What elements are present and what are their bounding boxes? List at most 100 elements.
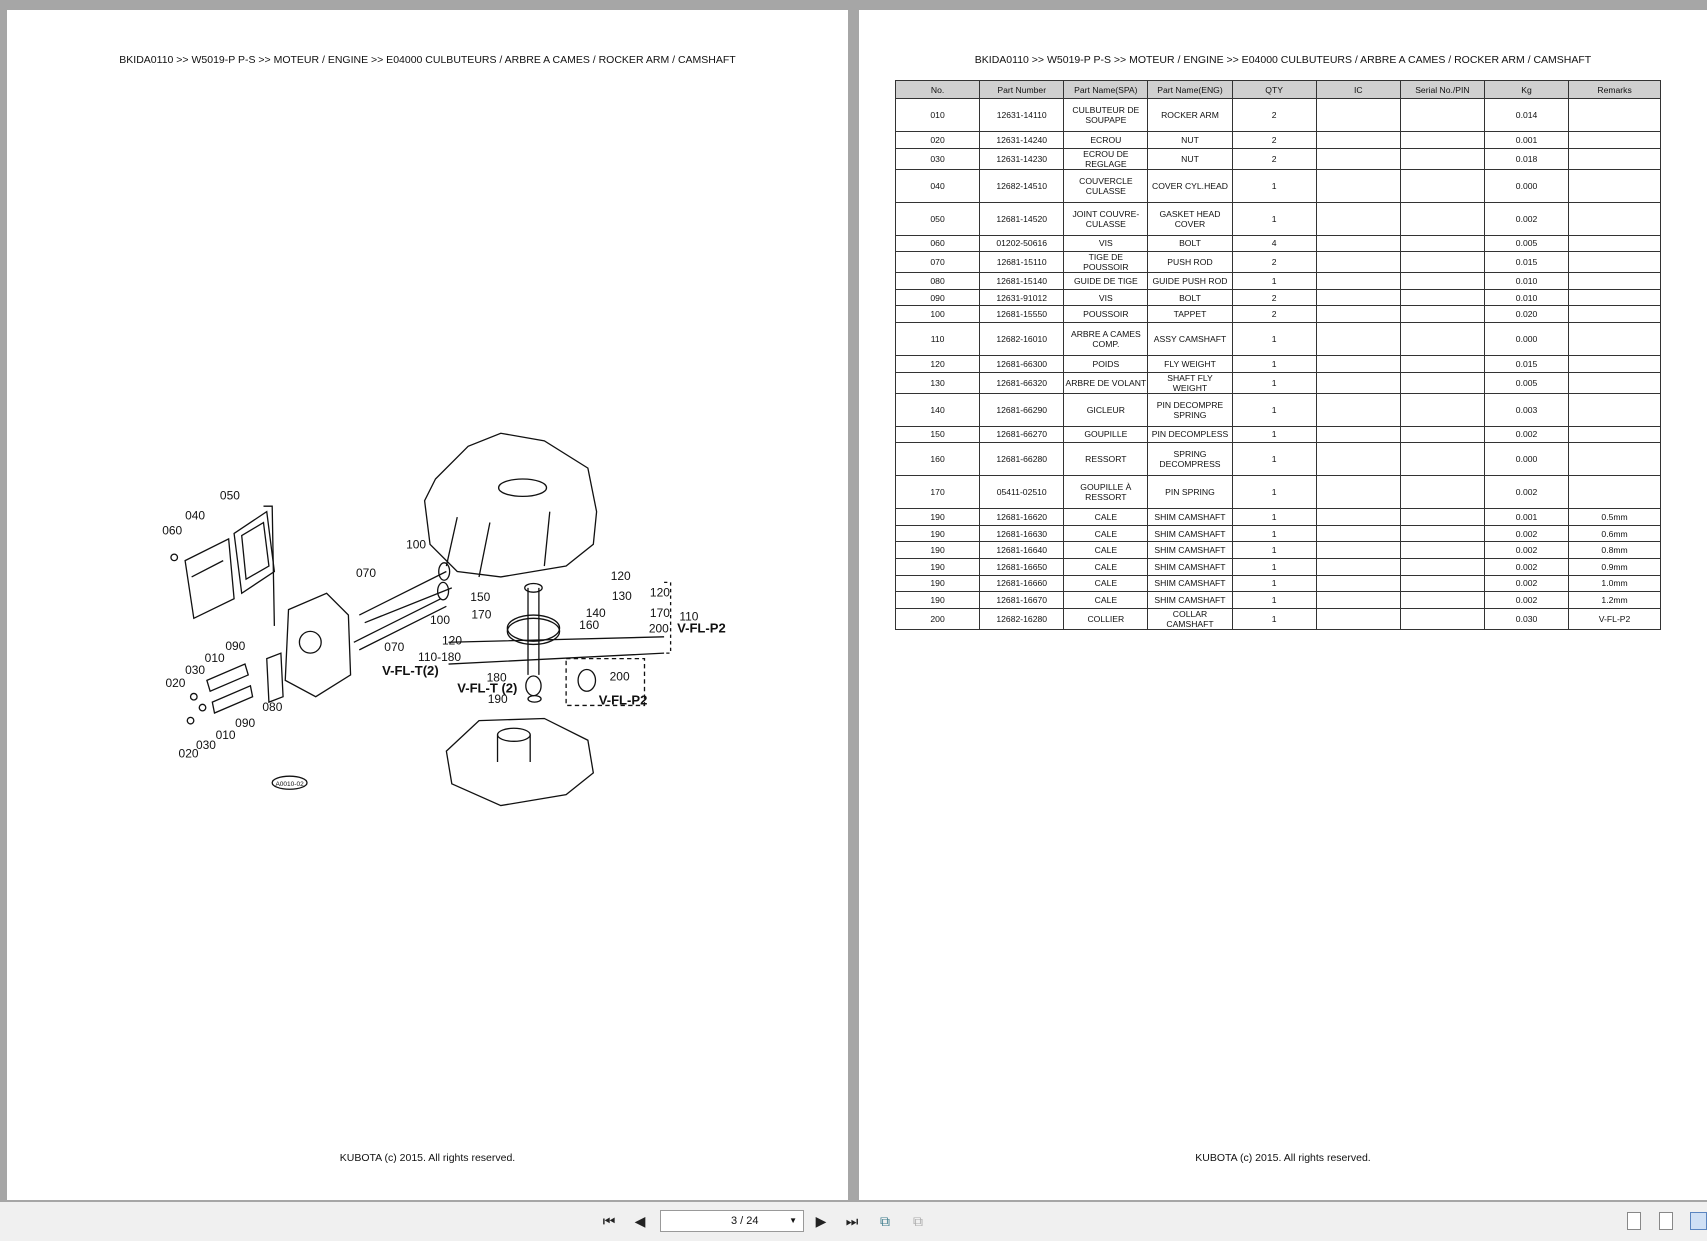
table-cell: 140 — [894, 392, 981, 427]
table-cell: PUSH ROD — [1147, 251, 1233, 274]
table-cell — [1568, 251, 1661, 274]
table-cell: 2 — [1231, 131, 1317, 149]
table-cell: 0.002 — [1483, 201, 1570, 236]
table-cell — [1315, 147, 1401, 170]
table-cell — [1399, 574, 1485, 593]
table-cell — [1399, 251, 1485, 274]
table-cell: ARBRE DE VOLANT — [1063, 371, 1149, 394]
table-cell: 0.9mm — [1568, 557, 1661, 576]
table-cell — [1399, 508, 1485, 526]
pdf-viewer-toolbar: ⏮ ◀ 3 / 24▼ ▶ ⏭ ⧉ ⧉ — [0, 1202, 1707, 1241]
previous-page-icon[interactable]: ◀ — [634, 1212, 646, 1229]
table-cell — [1399, 272, 1485, 290]
table-cell — [1399, 591, 1485, 609]
table-cell — [1315, 234, 1401, 253]
table-cell — [1315, 508, 1401, 526]
table-cell — [1568, 442, 1661, 477]
table-cell: CALE — [1063, 524, 1149, 543]
table-cell: 12681-16660 — [979, 574, 1065, 593]
continuous-view-icon[interactable] — [1659, 1212, 1673, 1230]
table-cell: GOUPILLE — [1063, 425, 1149, 444]
chevron-down-icon[interactable]: ▼ — [789, 1216, 797, 1225]
table-cell: 0.8mm — [1568, 541, 1661, 559]
table-cell: 080 — [894, 272, 981, 290]
table-cell: COUVERCLE CULASSE — [1063, 168, 1149, 203]
table-cell — [1315, 98, 1401, 132]
table-cell — [1399, 371, 1485, 394]
single-page-view-icon[interactable] — [1627, 1212, 1641, 1230]
table-cell: 12681-16650 — [979, 557, 1065, 576]
table-cell: V-FL-P2 — [1568, 607, 1661, 630]
table-cell — [1315, 288, 1401, 307]
table-cell: 0.018 — [1483, 147, 1570, 170]
table-cell: 070 — [894, 251, 981, 274]
table-cell: FLY WEIGHT — [1147, 354, 1233, 373]
table-cell — [1568, 425, 1661, 444]
table-cell: 2 — [1231, 305, 1317, 323]
go-back-view-icon[interactable]: ⧉ — [880, 1212, 890, 1229]
table-cell: PIN SPRING — [1147, 475, 1233, 510]
two-page-view-icon[interactable] — [1690, 1212, 1707, 1230]
table-cell: 100 — [894, 305, 981, 323]
go-forward-view-icon[interactable]: ⧉ — [913, 1212, 923, 1229]
table-cell: 0.002 — [1483, 425, 1570, 444]
table-cell: 1 — [1231, 475, 1317, 510]
table-cell: GICLEUR — [1063, 392, 1149, 427]
table-cell — [1568, 321, 1661, 356]
table-cell: 12631-91012 — [979, 288, 1065, 307]
last-page-icon[interactable]: ⏭ — [845, 1212, 859, 1229]
table-cell: 170 — [894, 475, 981, 510]
table-cell: 1 — [1231, 272, 1317, 290]
table-cell — [1399, 98, 1485, 132]
table-cell — [1315, 354, 1401, 373]
table-cell: 12681-66280 — [979, 442, 1065, 477]
table-cell: POUSSOIR — [1063, 305, 1149, 323]
table-cell: 12681-66290 — [979, 392, 1065, 427]
table-cell: BOLT — [1147, 288, 1233, 307]
table-cell: 0.001 — [1483, 131, 1570, 149]
table-cell — [1315, 168, 1401, 203]
table-cell: 0.014 — [1483, 98, 1570, 132]
table-cell: 12631-14110 — [979, 98, 1065, 132]
table-cell — [1315, 425, 1401, 444]
table-cell — [1568, 147, 1661, 170]
table-cell: 0.010 — [1483, 272, 1570, 290]
table-cell: 12631-14240 — [979, 131, 1065, 149]
table-cell: GASKET HEAD COVER — [1147, 201, 1233, 236]
table-cell: SPRING DECOMPRESS — [1147, 442, 1233, 477]
table-cell: 0.020 — [1483, 305, 1570, 323]
table-cell: 020 — [894, 131, 981, 149]
table-cell — [1315, 392, 1401, 427]
table-cell: 0.000 — [1483, 442, 1570, 477]
first-page-icon[interactable]: ⏮ — [602, 1212, 616, 1229]
table-cell — [1399, 234, 1485, 253]
table-cell: 1 — [1231, 321, 1317, 356]
table-cell — [1568, 354, 1661, 373]
table-cell: 010 — [894, 98, 981, 132]
table-cell: ECROU — [1063, 131, 1149, 149]
table-cell: 0.6mm — [1568, 524, 1661, 543]
page-number-field[interactable]: 3 / 24▼ — [660, 1210, 804, 1232]
table-cell — [1315, 541, 1401, 559]
table-cell: 0.5mm — [1568, 508, 1661, 526]
next-page-icon[interactable]: ▶ — [815, 1212, 827, 1229]
table-cell: 12681-16670 — [979, 591, 1065, 609]
table-cell: 110 — [894, 321, 981, 356]
table-cell: CALE — [1063, 541, 1149, 559]
table-cell: SHIM CAMSHAFT — [1147, 591, 1233, 609]
table-cell — [1315, 251, 1401, 274]
table-cell: 1 — [1231, 168, 1317, 203]
table-cell — [1568, 234, 1661, 253]
table-cell: 1 — [1231, 371, 1317, 394]
table-cell: 01202-50616 — [979, 234, 1065, 253]
table-cell: 190 — [894, 557, 981, 576]
table-cell — [1399, 354, 1485, 373]
